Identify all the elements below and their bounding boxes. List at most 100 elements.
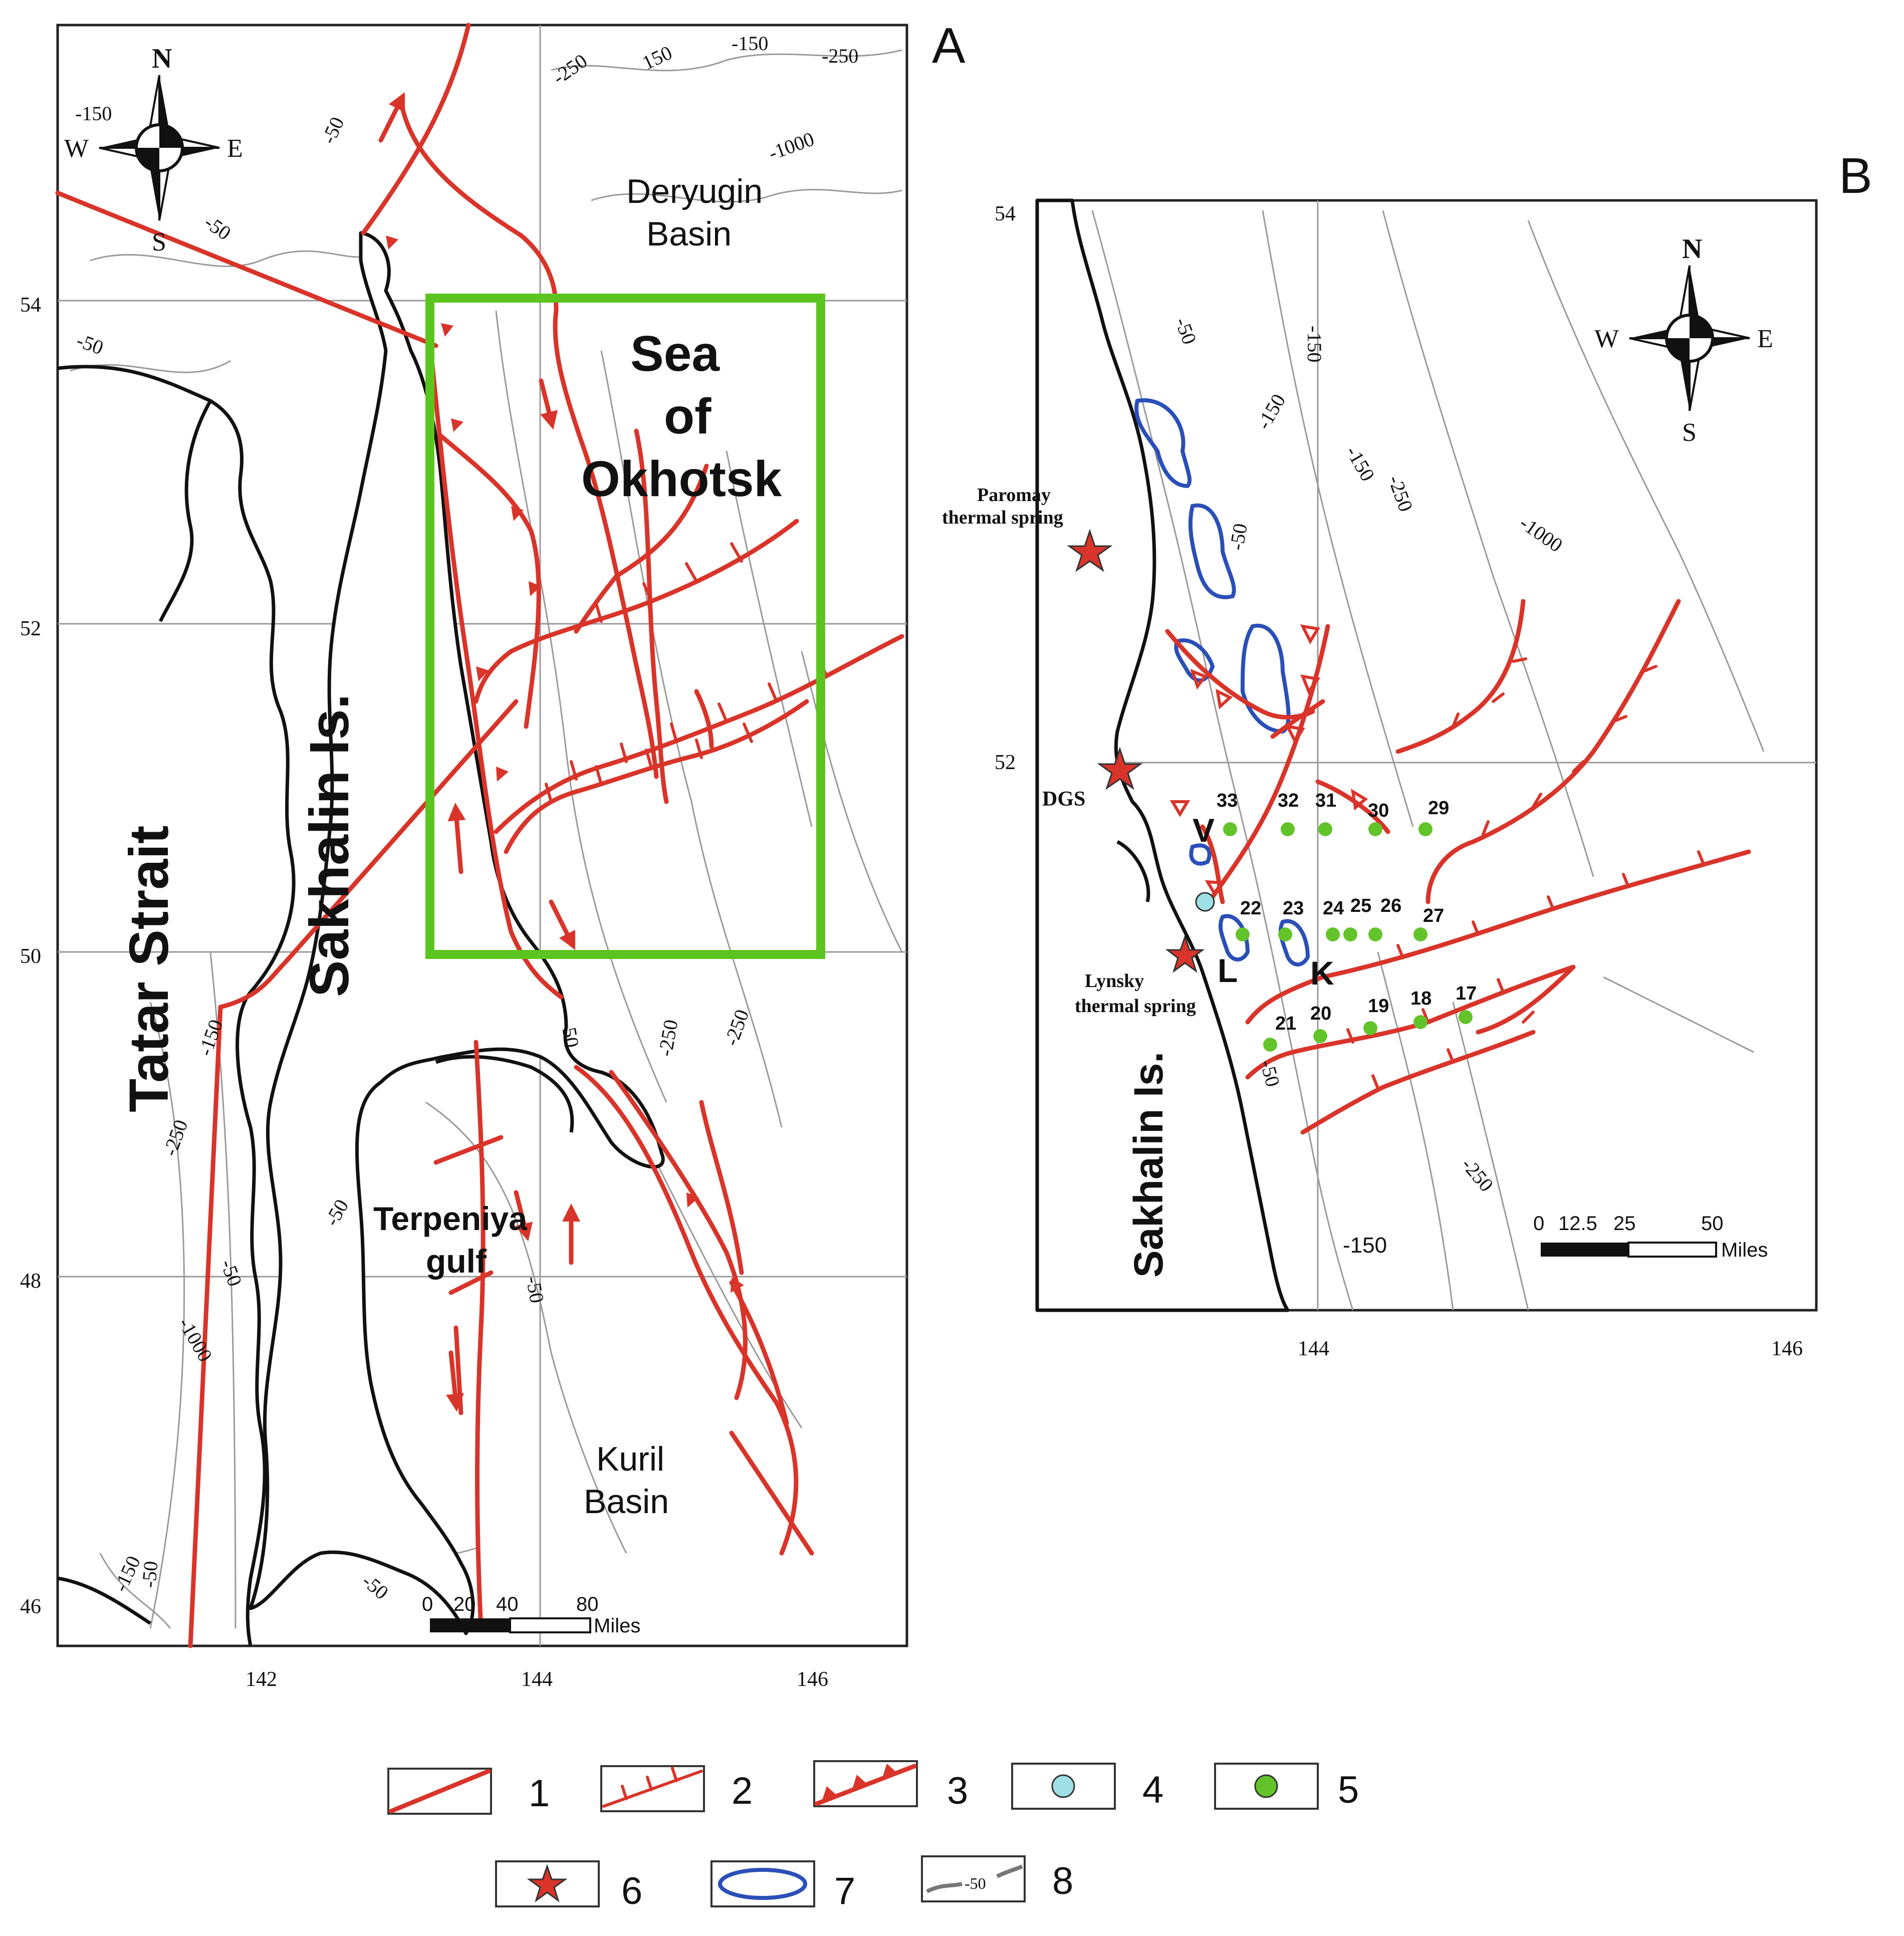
station-23: [1278, 927, 1292, 941]
legend-item-4: 4: [1011, 1763, 1163, 1811]
panel-b-stars: [1067, 529, 1205, 973]
paromay-label-1: Paromay: [977, 485, 1051, 506]
depth-label: -50: [557, 1019, 584, 1049]
scale-b-12: 12.5: [1558, 1213, 1597, 1235]
legend-item-7: 7: [710, 1860, 855, 1912]
b-lon-144: 144: [1298, 1337, 1329, 1360]
legend-item-2: 2: [600, 1765, 753, 1812]
panel-b-stations: [1195, 822, 1473, 1052]
compass-b-e: E: [1757, 325, 1773, 353]
scale-bar-b: 0 12.5 25 50 Miles: [1533, 1213, 1768, 1261]
depth-label: -150: [1303, 326, 1326, 362]
scale-a-40: 40: [496, 1593, 519, 1615]
station-22: [1236, 927, 1250, 941]
legend-label: 2: [732, 1770, 753, 1812]
scale-b-0: 0: [1533, 1213, 1544, 1235]
lon-142: 142: [246, 1668, 277, 1691]
panel-b: 33 32 31 30 29 22 23 24 25 26 27 21 20 1…: [942, 148, 1872, 1360]
legend-label: 1: [529, 1772, 550, 1815]
terpeniya-label-1: Terpeniya: [373, 1200, 528, 1237]
depth-label: -50: [137, 1560, 162, 1589]
okhotsk-label-2: of: [664, 388, 711, 444]
lat-48: 48: [20, 1270, 41, 1293]
station-30: [1368, 822, 1382, 836]
panel-b-thrust-marks: [1169, 624, 1368, 897]
station-18: [1413, 1015, 1427, 1029]
depth-label: -150: [75, 102, 112, 125]
panel-b-station-labels: 33 32 31 30 29 22 23 24 25 26 27 21 20 1…: [1217, 790, 1477, 1034]
station-24: [1326, 927, 1340, 941]
panel-a-normal-ticks: [545, 542, 828, 803]
kuril-label-2: Basin: [584, 1483, 669, 1521]
depth-label: -50: [522, 1275, 549, 1305]
legend-label: 6: [621, 1870, 642, 1912]
panel-a: N S W E 54 52 50 48 46 142 144 146 Deryu…: [20, 18, 966, 1691]
scale-b-unit: Miles: [1721, 1239, 1768, 1261]
lon-144: 144: [521, 1668, 553, 1691]
compass-a-n: N: [152, 43, 172, 74]
legend-label: 8: [1052, 1860, 1073, 1902]
sakhalin-coast-b: [1035, 198, 1290, 1312]
scale-a-80: 80: [576, 1593, 599, 1615]
deryugin-label-1: Deryugin: [626, 172, 763, 210]
depth-label: -150: [732, 32, 768, 55]
panel-b-normal-ticks: [1346, 657, 1705, 1090]
scale-a-20: 20: [453, 1593, 476, 1615]
panel-a-axis-labels: 54 52 50 48 46 142 144 146: [20, 294, 828, 1691]
station-label: 33: [1217, 790, 1238, 811]
okhotsk-label-3: Okhotsk: [581, 451, 782, 507]
label-l: L: [1218, 952, 1238, 989]
study-area-box: [425, 294, 825, 959]
legend-item-1: 1: [387, 1768, 550, 1815]
compass-a-s: S: [152, 228, 166, 257]
panel-a-thrust-marks: [386, 235, 744, 1293]
station-label: 20: [1310, 1003, 1331, 1024]
station-29: [1418, 822, 1433, 836]
station-label: 17: [1456, 983, 1477, 1004]
compass-b: N S W E: [1594, 233, 1773, 447]
station-27: [1413, 927, 1427, 941]
b-lon-146: 146: [1771, 1337, 1803, 1360]
lynsky-label-1: Lynsky: [1085, 971, 1144, 992]
station-17: [1459, 1010, 1473, 1024]
depth-label: -250: [822, 45, 858, 67]
mainland-coast: [57, 365, 296, 1646]
legend-item-6: 6: [495, 1860, 642, 1912]
depth-label: -50: [1225, 522, 1252, 552]
okhotsk-label-1: Sea: [630, 326, 720, 382]
cyan-station: [1195, 892, 1215, 912]
station-label: 21: [1275, 1013, 1296, 1034]
paromay-label-2: thermal spring: [942, 507, 1063, 528]
station-31: [1318, 822, 1332, 836]
station-label: 18: [1410, 988, 1432, 1009]
legend-label: 4: [1142, 1769, 1163, 1811]
station-label: 29: [1428, 798, 1449, 819]
compass-a: N S W E: [64, 43, 243, 257]
station-20: [1313, 1029, 1327, 1043]
star-lynsky: [1165, 934, 1205, 973]
lat-52: 52: [20, 617, 41, 640]
sakhalin-label-a: Sakhalin Is.: [299, 694, 360, 997]
sakhalin-label-b: Sakhalin Is.: [1126, 1052, 1171, 1278]
lynsky-label-2: thermal spring: [1075, 996, 1196, 1017]
panel-b-axis-labels: 54 52 144 146: [995, 202, 1803, 1360]
compass-b-s: S: [1682, 418, 1697, 447]
panel-b-faults: [1165, 599, 1751, 1135]
station-label: 19: [1368, 996, 1389, 1017]
legend-sample-label: -50: [965, 1874, 986, 1892]
station-label: 30: [1368, 800, 1389, 821]
lat-54: 54: [20, 294, 41, 317]
depth-label: -150: [1343, 1233, 1387, 1258]
kuril-label-1: Kuril: [596, 1440, 664, 1478]
compass-a-e: E: [227, 134, 243, 163]
station-label: 22: [1240, 898, 1261, 919]
dgs-label: DGS: [1042, 788, 1085, 811]
station-33: [1223, 822, 1237, 836]
compass-a-w: W: [64, 134, 89, 163]
station-label: 31: [1315, 790, 1336, 811]
legend-item-5: 5: [1214, 1763, 1359, 1811]
label-k: K: [1310, 954, 1334, 992]
station-26: [1368, 927, 1382, 941]
panel-b-place-labels: Paromay thermal spring DGS Lynsky therma…: [942, 485, 1334, 1278]
